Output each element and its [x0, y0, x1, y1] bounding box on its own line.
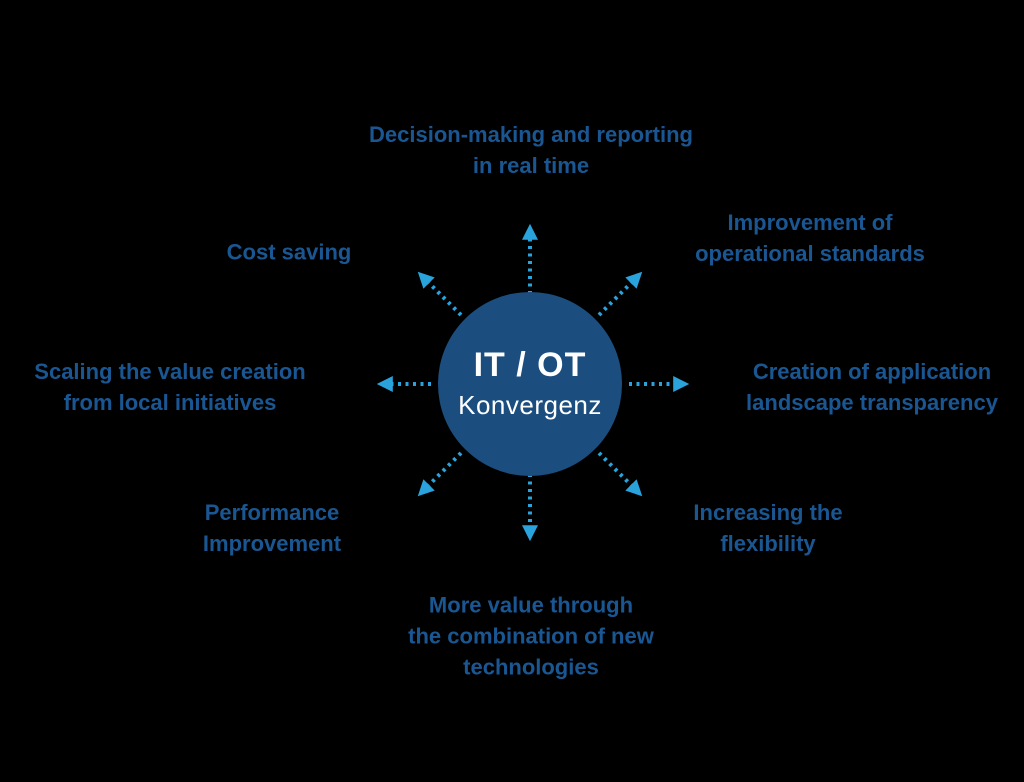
node-label-cost-saving: Cost saving: [227, 237, 352, 268]
node-label-line: the combination of new: [408, 623, 654, 649]
node-label-decision-making: Decision-making and reporting in real ti…: [369, 119, 693, 181]
node-label-line: Improvement of: [727, 210, 893, 235]
node-label-line: technologies: [463, 654, 599, 680]
node-label-new-technologies: More value through the combination of ne…: [408, 590, 654, 683]
node-label-line: More value through: [428, 592, 634, 618]
arrow-northwest-icon: [417, 271, 463, 317]
node-label-line: Creation of application: [752, 359, 992, 384]
node-label-line: Cost saving: [226, 239, 352, 265]
node-label-line: from local initiatives: [63, 390, 277, 415]
node-label-line: Performance: [204, 500, 340, 525]
arrow-southeast-icon: [597, 451, 643, 497]
node-label-line: in real time: [472, 153, 590, 178]
arrow-southwest-icon: [417, 451, 463, 497]
node-label-performance-improvement: Performance Improvement: [203, 497, 341, 559]
node-label-line: Improvement: [202, 531, 342, 556]
node-label-line: landscape transparency: [746, 390, 998, 415]
center-circle: IT / OT Konvergenz: [438, 292, 622, 476]
node-label-scaling-value-creation: Scaling the value creation from local in…: [34, 356, 305, 418]
arrow-northeast-icon: [597, 271, 643, 317]
node-label-line: Scaling the value creation: [34, 359, 306, 384]
node-label-line: flexibility: [720, 531, 816, 556]
center-title: IT / OT: [473, 345, 587, 384]
node-label-line: Decision-making and reporting: [369, 122, 693, 147]
node-label-line: Increasing the: [693, 500, 843, 525]
node-label-operational-standards: Improvement of operational standards: [695, 207, 925, 269]
node-label-line: operational standards: [695, 241, 925, 266]
center-subtitle: Konvergenz: [458, 390, 602, 421]
node-label-application-transparency: Creation of application landscape transp…: [746, 356, 998, 418]
node-label-increasing-flexibility: Increasing the flexibility: [693, 497, 842, 559]
